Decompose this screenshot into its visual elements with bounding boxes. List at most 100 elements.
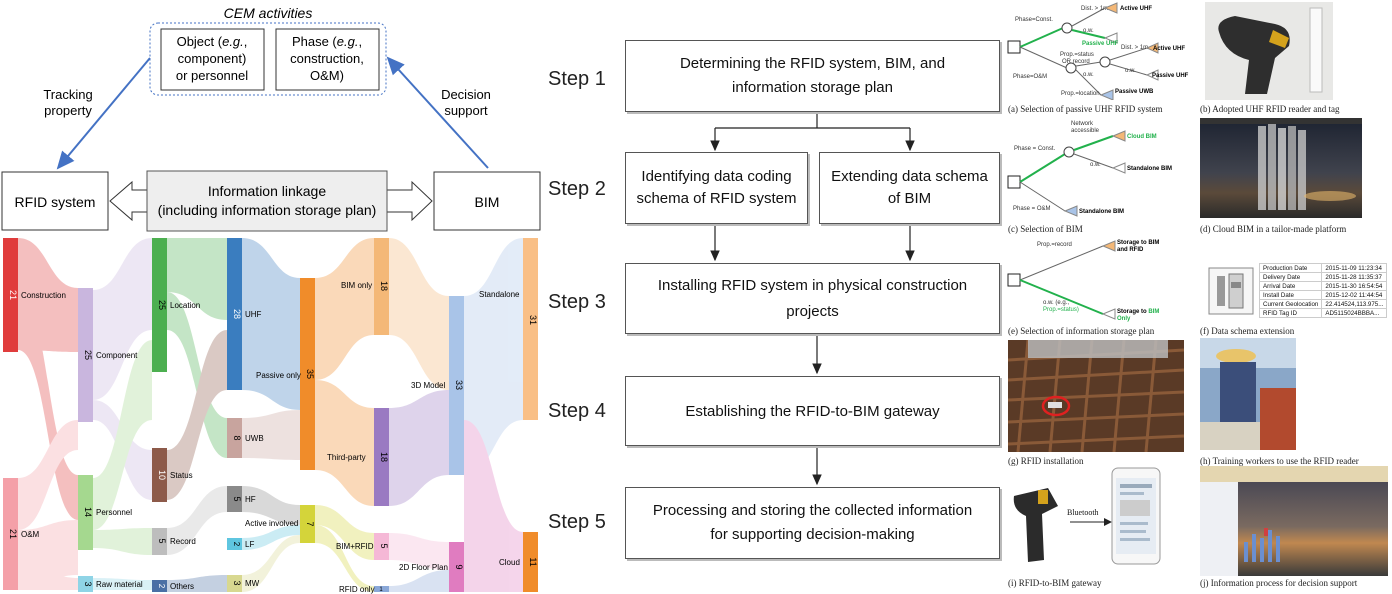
component-model-icon xyxy=(1208,267,1254,315)
linkage-line1: Information linkage xyxy=(208,183,327,199)
node-raw-material xyxy=(78,576,93,592)
tree-c-network-1: Network xyxy=(1071,121,1094,127)
tree-a-passive-uhf: Passive UHF xyxy=(1082,41,1119,47)
node-2d-floor-plan-label: 2D Floor Plan xyxy=(399,563,448,572)
step2b-line1: Extending data schema xyxy=(831,168,988,185)
rfid-system-label: RFID system xyxy=(15,194,96,210)
node-passive-only-value: 35 xyxy=(305,369,315,379)
node-lf-value: 2 xyxy=(232,542,241,547)
node-2d-floor-plan-value: 9 xyxy=(454,564,464,569)
cloud-bim-photo xyxy=(1200,118,1362,218)
step2a-line1: Identifying data coding xyxy=(641,168,792,185)
tracking-arrow xyxy=(56,57,151,170)
gateway-panel: Bluetooth xyxy=(1008,466,1188,576)
node-component-label: Component xyxy=(96,351,138,360)
node-rfid-only-value: 1 xyxy=(379,587,383,593)
node-bim-rfid xyxy=(374,533,389,560)
phase-line2: construction, xyxy=(290,51,364,66)
tree-a-prop-status-1: Prop.=status xyxy=(1060,52,1094,58)
step3-line2: projects xyxy=(786,302,839,320)
node-status-value: 10 xyxy=(157,470,167,480)
rfid-reader-tag-photo xyxy=(1205,2,1333,100)
node-component-value: 25 xyxy=(83,350,93,360)
tree-c-standalone-bim: Standalone BIM xyxy=(1127,166,1172,172)
schema-field-name: Install Date xyxy=(1258,290,1323,300)
node-location-label: Location xyxy=(170,301,200,310)
tree-a-active-uhf: Active UHF xyxy=(1120,6,1152,12)
schema-field-value: 2015-11-09 11:23:34 xyxy=(1321,263,1388,273)
tree-c-network-2: accessible xyxy=(1071,128,1100,134)
step-4-label: Step 4 xyxy=(548,400,606,422)
node-active-involved-value: 7 xyxy=(305,521,315,526)
node-personnel xyxy=(78,475,93,550)
node-active-involved xyxy=(300,505,315,543)
caption-a: (a) Selection of passive UHF RFID system xyxy=(1008,104,1163,114)
node-third-party-value: 18 xyxy=(379,452,389,462)
node-hf-value: 5 xyxy=(232,496,242,501)
tree-c-phase-om: Phase = O&M xyxy=(1013,206,1051,212)
node-3d-model-label: 3D Model xyxy=(411,381,445,390)
node-status-label: Status xyxy=(170,471,193,480)
rfid-installation-photo xyxy=(1008,340,1184,452)
caption-e: (e) Selection of information storage pla… xyxy=(1008,326,1155,336)
step2a-line2: schema of RFID system xyxy=(636,190,797,207)
node-passive-only xyxy=(300,278,315,470)
tracking-label-1: Tracking xyxy=(43,87,92,102)
step3-box: Installing RFID system in physical const… xyxy=(625,263,1000,334)
node-active-involved-label: Active involved xyxy=(245,519,298,528)
node-uwb-value: 8 xyxy=(232,435,242,440)
tree-a-phase-om: Phase=O&M xyxy=(1013,74,1047,80)
tree-c-cloud-bim: Cloud BIM xyxy=(1127,134,1157,140)
caption-d: (d) Cloud BIM in a tailor-made platform xyxy=(1200,224,1347,234)
schema-field-name: Delivery Date xyxy=(1258,272,1323,282)
step-2-label: Step 2 xyxy=(548,178,606,200)
node-mw xyxy=(227,575,242,592)
tree-e-storage-both-1: Storage to BIM xyxy=(1117,240,1159,246)
node-raw-material-value: 3 xyxy=(83,581,93,586)
phase-box xyxy=(275,28,380,91)
tree-a-prop-status-2: OR record xyxy=(1062,59,1090,65)
node-standalone-value: 31 xyxy=(528,315,538,325)
tree-e-storage-bim: Storage to BIM xyxy=(1117,309,1159,315)
tree-a-active-uhf2: Active UHF xyxy=(1153,46,1185,52)
node-bim-only-value: 18 xyxy=(379,281,389,291)
node-standalone xyxy=(523,238,538,420)
decision-arrow xyxy=(386,56,489,169)
object-line2: component) xyxy=(178,51,247,66)
node-uhf-value: 28 xyxy=(232,309,242,319)
linkage-box xyxy=(146,170,388,232)
schema-field-value: 2015-11-28 11:35:37 xyxy=(1321,272,1388,282)
decision-support-photo xyxy=(1200,466,1388,576)
node-third-party xyxy=(374,408,389,506)
object-line3: or personnel xyxy=(176,68,248,83)
node-2d-floor-plan xyxy=(449,542,464,592)
node-construction-label: Construction xyxy=(21,291,66,300)
node-uhf xyxy=(227,238,242,390)
node-bim-rfid-value: 5 xyxy=(379,543,389,548)
tree-a-ow1: o.w. xyxy=(1083,28,1094,34)
node-mw-value: 3 xyxy=(232,580,242,585)
node-passive-only-label: Passive only xyxy=(256,371,301,380)
step5-line1: Processing and storing the collected inf… xyxy=(652,502,973,519)
bim-label: BIM xyxy=(475,194,500,210)
node-standalone-label: Standalone xyxy=(479,290,520,299)
node-om xyxy=(3,478,18,590)
node-record-label: Record xyxy=(170,537,196,546)
node-mw-label: MW xyxy=(245,579,260,588)
tree-a-dist2: Dist. > 1m xyxy=(1121,45,1148,51)
step4-text: Establishing the RFID-to-BIM gateway xyxy=(685,402,940,420)
cem-title: CEM activities xyxy=(224,5,313,21)
step3-line1: Installing RFID system in physical const… xyxy=(657,276,968,294)
step4-box: Establishing the RFID-to-BIM gateway xyxy=(625,376,1000,446)
tree-a-ow2: o.w. xyxy=(1125,68,1136,74)
step-5-label: Step 5 xyxy=(548,511,606,533)
node-location xyxy=(152,238,167,372)
step5-line2: for supporting decision-making xyxy=(710,526,915,543)
node-others-label: Others xyxy=(170,582,194,591)
node-cloud-value: 11 xyxy=(528,557,538,566)
